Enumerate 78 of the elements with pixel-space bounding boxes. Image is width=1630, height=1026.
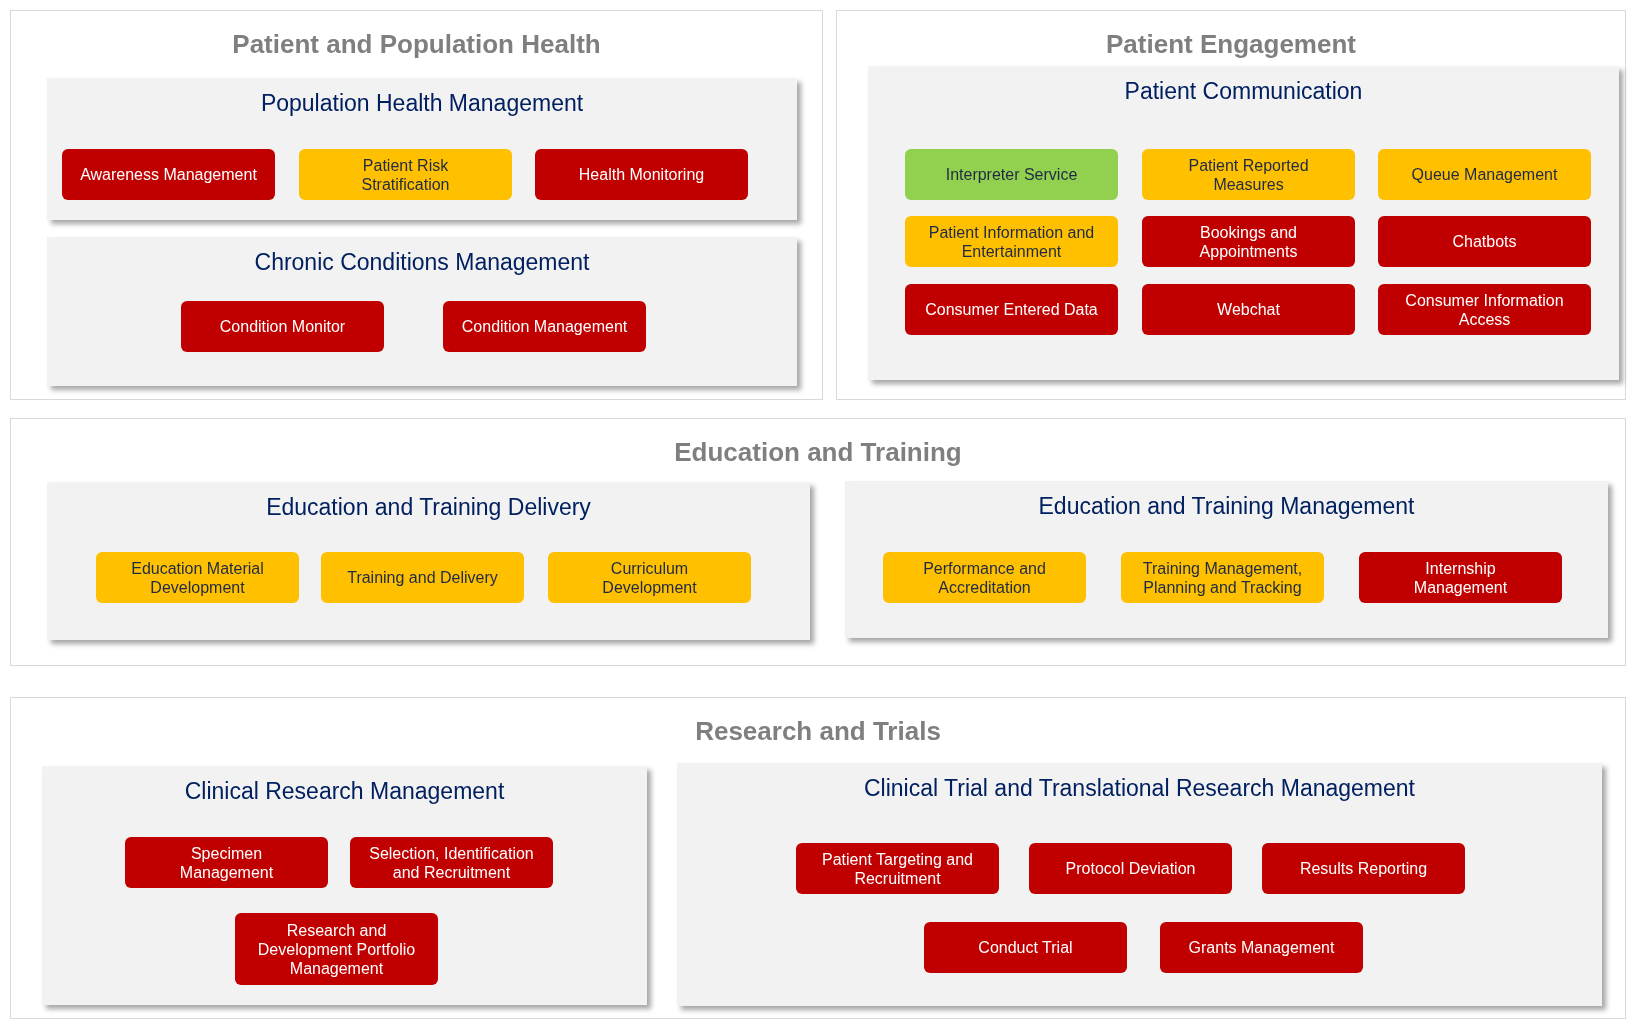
group-panel [47,78,797,220]
capability-pill [1378,149,1591,200]
capability-pill [181,301,384,352]
group-panel [677,763,1602,1006]
group-title: Population Health Management [259,89,585,118]
capability-label: Condition Monitor [219,317,346,336]
section-frame [10,697,1626,1019]
capability-label: Selection, Identification and Recruitment [368,843,535,882]
group-title: Clinical Research Management [183,777,506,806]
capability-label: Bookings and Appointments [1198,222,1299,261]
capability-label: Patient Risk Stratification [360,155,451,194]
group-panel [868,66,1619,380]
capability-label: Internship Management [1412,558,1509,597]
group-panel [47,482,810,640]
capability-label: Patient Information and Entertainment [927,222,1096,261]
capability-pill [350,837,553,888]
capability-label: Training and Delivery [347,568,498,587]
group-title: Clinical Trial and Translational Research Management [863,774,1416,803]
capability-label: Specimen Management [178,843,275,882]
group-title: Chronic Conditions Management [253,248,591,277]
group-title: Education and Training Delivery [265,493,592,522]
capability-pill [1262,843,1465,894]
capability-pill [548,552,751,603]
capability-label: Patient Targeting and Recruitment [821,849,974,888]
section-frame [836,10,1626,400]
capability-pill [1142,149,1355,200]
capability-label: Webchat [1217,300,1280,319]
capability-label: Results Reporting [1299,859,1428,878]
capability-pill [1029,843,1232,894]
capability-label: Queue Management [1411,165,1558,184]
capability-label: Protocol Deviation [1065,859,1196,878]
capability-label: Condition Management [461,317,628,336]
capability-pill [905,149,1118,200]
capability-label: Health Monitoring [578,165,705,184]
capability-pill [796,843,999,894]
group-panel [845,481,1608,638]
capability-pill [125,837,328,888]
section-title: Research and Trials [694,715,942,748]
capability-pill [1378,284,1591,335]
capability-pill [1142,216,1355,267]
capability-label: Conduct Trial [978,938,1073,957]
capability-pill [905,216,1118,267]
capability-pill [905,284,1118,335]
capability-pill [1378,216,1591,267]
group-panel [47,237,797,386]
capability-pill [62,149,275,200]
capability-label: Patient Reported Measures [1187,155,1310,194]
capability-label: Awareness Management [80,165,257,184]
capability-pill [1359,552,1562,603]
group-title: Education and Training Management [1037,492,1416,521]
capability-label: Performance and Accreditation [922,558,1047,597]
section-frame [10,418,1626,666]
capability-pill [1160,922,1363,973]
capability-pill [443,301,646,352]
capability-pill [96,552,299,603]
capability-pill [299,149,512,200]
capability-label: Consumer Entered Data [925,300,1098,319]
capability-pill [535,149,748,200]
capability-pill [924,922,1127,973]
section-title: Patient Engagement [1105,28,1357,61]
capability-label: Education Material Development [130,558,265,597]
section-title: Education and Training [673,436,963,469]
capability-pill [1142,284,1355,335]
section-frame [10,10,823,400]
capability-label: Grants Management [1188,938,1335,957]
group-panel [42,766,647,1005]
capability-pill [321,552,524,603]
group-title: Patient Communication [1123,77,1364,106]
capability-label: Interpreter Service [945,165,1078,184]
capability-pill [883,552,1086,603]
capability-label: Research and Development Portfolio Management [256,920,417,978]
capability-pill [235,913,438,985]
capability-label: Consumer Information Access [1404,290,1565,329]
capability-label: Curriculum Development [601,558,698,597]
capability-pill [1121,552,1324,603]
capability-label: Chatbots [1452,232,1517,251]
capability-label: Training Management, Planning and Tracking [1141,558,1304,597]
section-title: Patient and Population Health [231,28,602,61]
